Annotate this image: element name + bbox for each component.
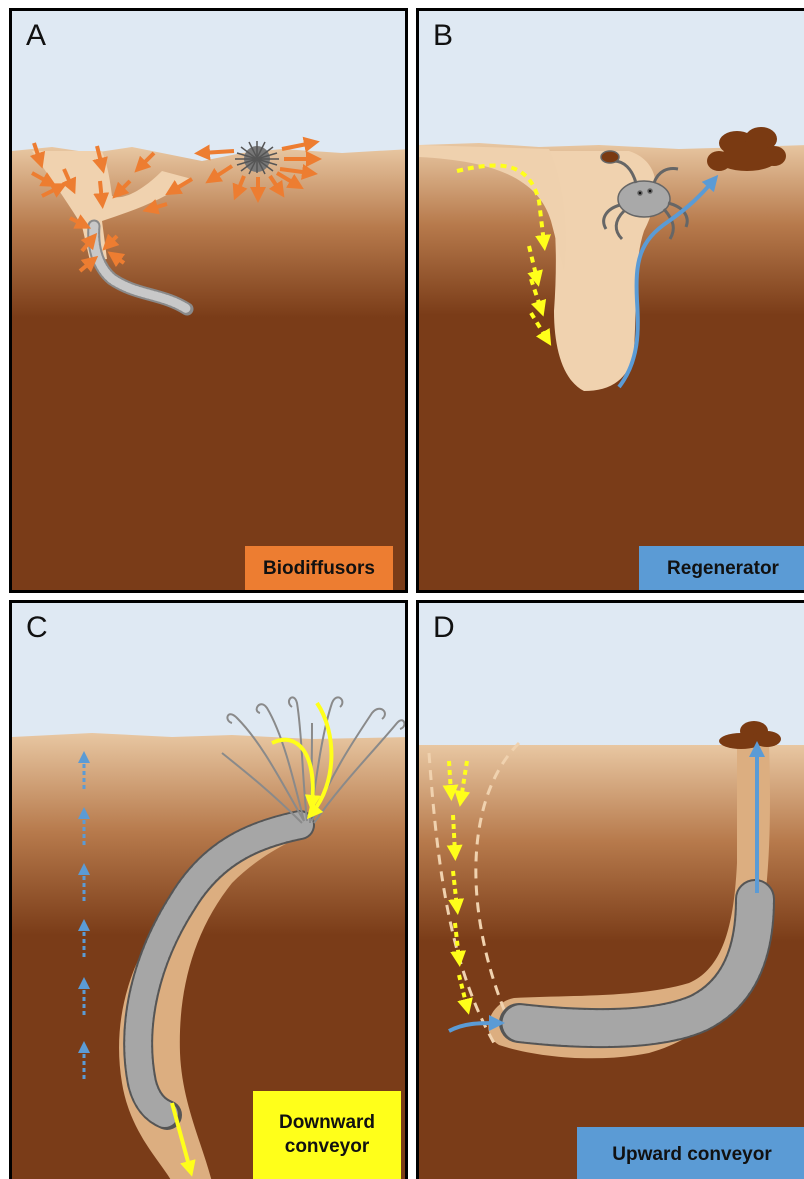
- panel-a: A Biodiffusors: [9, 8, 408, 593]
- water: [12, 603, 408, 743]
- sediment: [12, 147, 408, 593]
- panel-a-category-badge: Biodiffusors: [245, 546, 393, 591]
- panel-a-scene: [12, 11, 408, 593]
- water: [12, 11, 408, 161]
- panel-b-category-badge: Regenerator: [639, 546, 804, 591]
- panel-d-category-badge: Upward conveyor: [577, 1127, 804, 1179]
- panel-d: D Upward conveyor: [416, 600, 804, 1179]
- panel-b-scene: [419, 11, 804, 593]
- panel-c: C Downward conveyor: [9, 600, 408, 1179]
- panel-b: B Regenerator: [416, 8, 804, 593]
- panel-a-letter: A: [26, 19, 46, 53]
- panel-d-letter: D: [433, 611, 455, 645]
- panel-c-category-badge: Downward conveyor: [253, 1091, 401, 1179]
- panel-d-scene: [419, 603, 804, 1179]
- panel-b-letter: B: [433, 19, 453, 53]
- panel-c-letter: C: [26, 611, 48, 645]
- water: [419, 11, 804, 151]
